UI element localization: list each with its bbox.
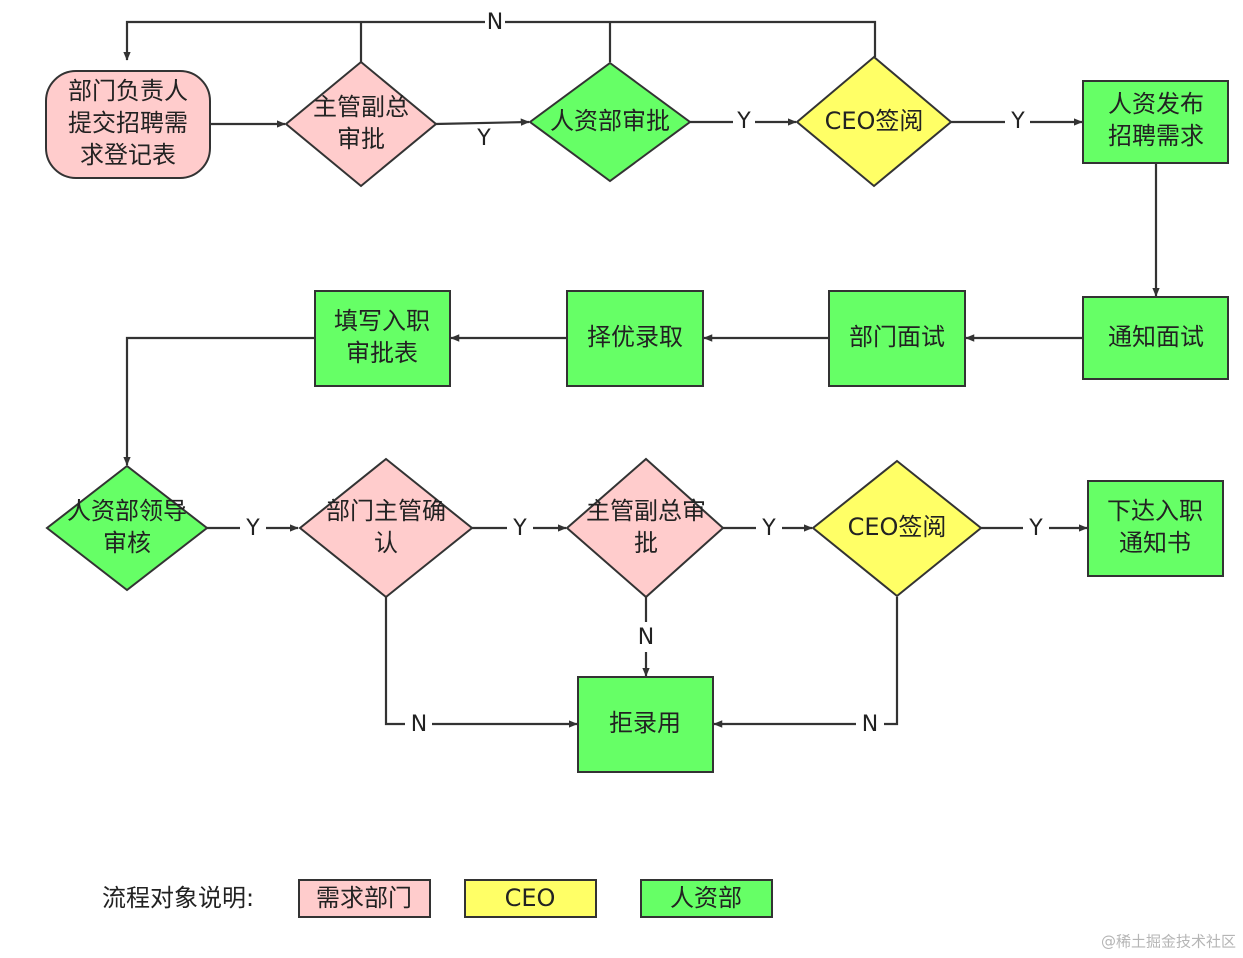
node-reject: 拒录用: [577, 676, 714, 773]
decision-diamond: [811, 459, 983, 598]
node-label: 人资部领导: [67, 497, 187, 525]
edge-label-ceo2-offer: Y: [1028, 516, 1043, 541]
decision-diamond: [528, 61, 692, 183]
node-label: 下达入职: [1107, 497, 1203, 525]
node-submit-request: 部门负责人 提交招聘需 求登记表: [45, 70, 211, 179]
node-notify-interview: 通知面试: [1082, 296, 1229, 380]
decision-diamond: [795, 55, 953, 188]
node-label: 部门负责人: [68, 77, 188, 105]
node-label: 主管副总: [313, 93, 409, 121]
legend-label: 人资部: [670, 884, 742, 912]
legend-item-demand-department: 需求部门: [298, 879, 431, 918]
node-label: 通知书: [1119, 529, 1191, 557]
edge-label-deptmgr-mgr2: Y: [512, 516, 527, 541]
process-box: [1087, 480, 1224, 577]
node-label: 主管副总审: [586, 497, 706, 525]
edge-label-top-loop: N: [487, 10, 503, 35]
node-label: 人资发布: [1108, 90, 1204, 118]
node-ceo-review-2: CEO签阅: [811, 459, 983, 598]
edge-label-mgr1-hr1: Y: [476, 126, 491, 151]
node-label: 部门主管确: [326, 497, 446, 525]
node-label: CEO签阅: [825, 107, 924, 135]
edge-label-hrlead-deptmgr: Y: [245, 516, 260, 541]
legend-label: 需求部门: [316, 884, 412, 912]
node-dept-manager-confirm: 部门主管确 认: [298, 457, 474, 599]
node-label: 招聘需求: [1108, 122, 1204, 150]
decision-diamond: [284, 60, 438, 188]
node-label: 通知面试: [1108, 323, 1204, 351]
node-label: 求登记表: [80, 141, 176, 169]
node-label: 认: [374, 529, 398, 557]
legend-item-hr: 人资部: [640, 879, 773, 918]
node-issue-offer: 下达入职 通知书: [1087, 480, 1224, 577]
node-label: 拒录用: [609, 709, 681, 737]
legend-item-ceo: CEO: [464, 879, 597, 918]
node-label: 人资部审批: [550, 107, 670, 135]
edge-fill-form-to-hr-lead: [123, 336, 315, 466]
node-select-best: 择优录取: [566, 290, 704, 387]
legend-title: 流程对象说明:: [102, 884, 254, 912]
node-label: 部门面试: [849, 323, 945, 351]
watermark: @稀土掘金技术社区: [1101, 933, 1236, 951]
node-label: 审核: [103, 529, 151, 557]
node-ceo-review-1: CEO签阅: [795, 55, 953, 188]
node-vp-approval-2: 主管副总审 批: [565, 457, 725, 599]
process-box: [566, 290, 704, 387]
decision-diamond: [565, 457, 725, 599]
node-hr-publish: 人资发布 招聘需求: [1082, 80, 1229, 164]
edge-top-loop: [505, 20, 877, 57]
node-label: 择优录取: [587, 323, 683, 351]
edge-label-mgr2-reject: N: [638, 625, 654, 650]
edge-label-hr1-ceo1: Y: [736, 109, 751, 134]
node-fill-onboarding-form: 填写入职 审批表: [314, 290, 451, 387]
node-label: 提交招聘需: [68, 109, 188, 137]
node-department-interview: 部门面试: [828, 290, 966, 387]
node-vp-approval-1: 主管副总 审批: [284, 60, 438, 188]
edge-label-deptmgr-reject: N: [411, 712, 427, 737]
legend-swatch: [640, 879, 773, 918]
decision-diamond: [45, 464, 209, 592]
process-box: [1082, 80, 1229, 164]
legend-label: CEO: [505, 884, 556, 912]
node-hr-approval-1: 人资部审批: [528, 61, 692, 183]
edge-ceo2-to-reject: [884, 597, 899, 726]
node-label: 审批表: [346, 339, 418, 367]
node-label: 批: [634, 529, 658, 557]
process-box: [577, 676, 714, 773]
edge-labels: N Y Y Y Y Y Y Y N N N: [245, 10, 1043, 737]
edge-label-ceo2-reject: N: [862, 712, 878, 737]
node-hr-lead-review: 人资部领导 审核: [45, 464, 209, 592]
process-box: [828, 290, 966, 387]
legend: 流程对象说明: 需求部门 CEO 人资部: [102, 879, 773, 918]
legend-swatch: [464, 879, 597, 918]
node-label: CEO签阅: [848, 513, 947, 541]
process-box: [1082, 296, 1229, 380]
decision-diamond: [298, 457, 474, 599]
legend-swatch: [298, 879, 431, 918]
rounded-box: [45, 70, 211, 179]
edge-mgr1-to-hr1: [434, 118, 530, 126]
edge-label-mgr2-ceo2: Y: [761, 516, 776, 541]
edge-dept-mgr-to-reject: [384, 597, 405, 726]
edge-top-loop-left: [123, 20, 485, 61]
process-box: [314, 290, 451, 387]
node-label: 填写入职: [334, 307, 430, 335]
node-label: 审批: [337, 125, 385, 153]
connectors: [123, 20, 1160, 728]
edge-label-ceo1-publish: Y: [1010, 109, 1025, 134]
